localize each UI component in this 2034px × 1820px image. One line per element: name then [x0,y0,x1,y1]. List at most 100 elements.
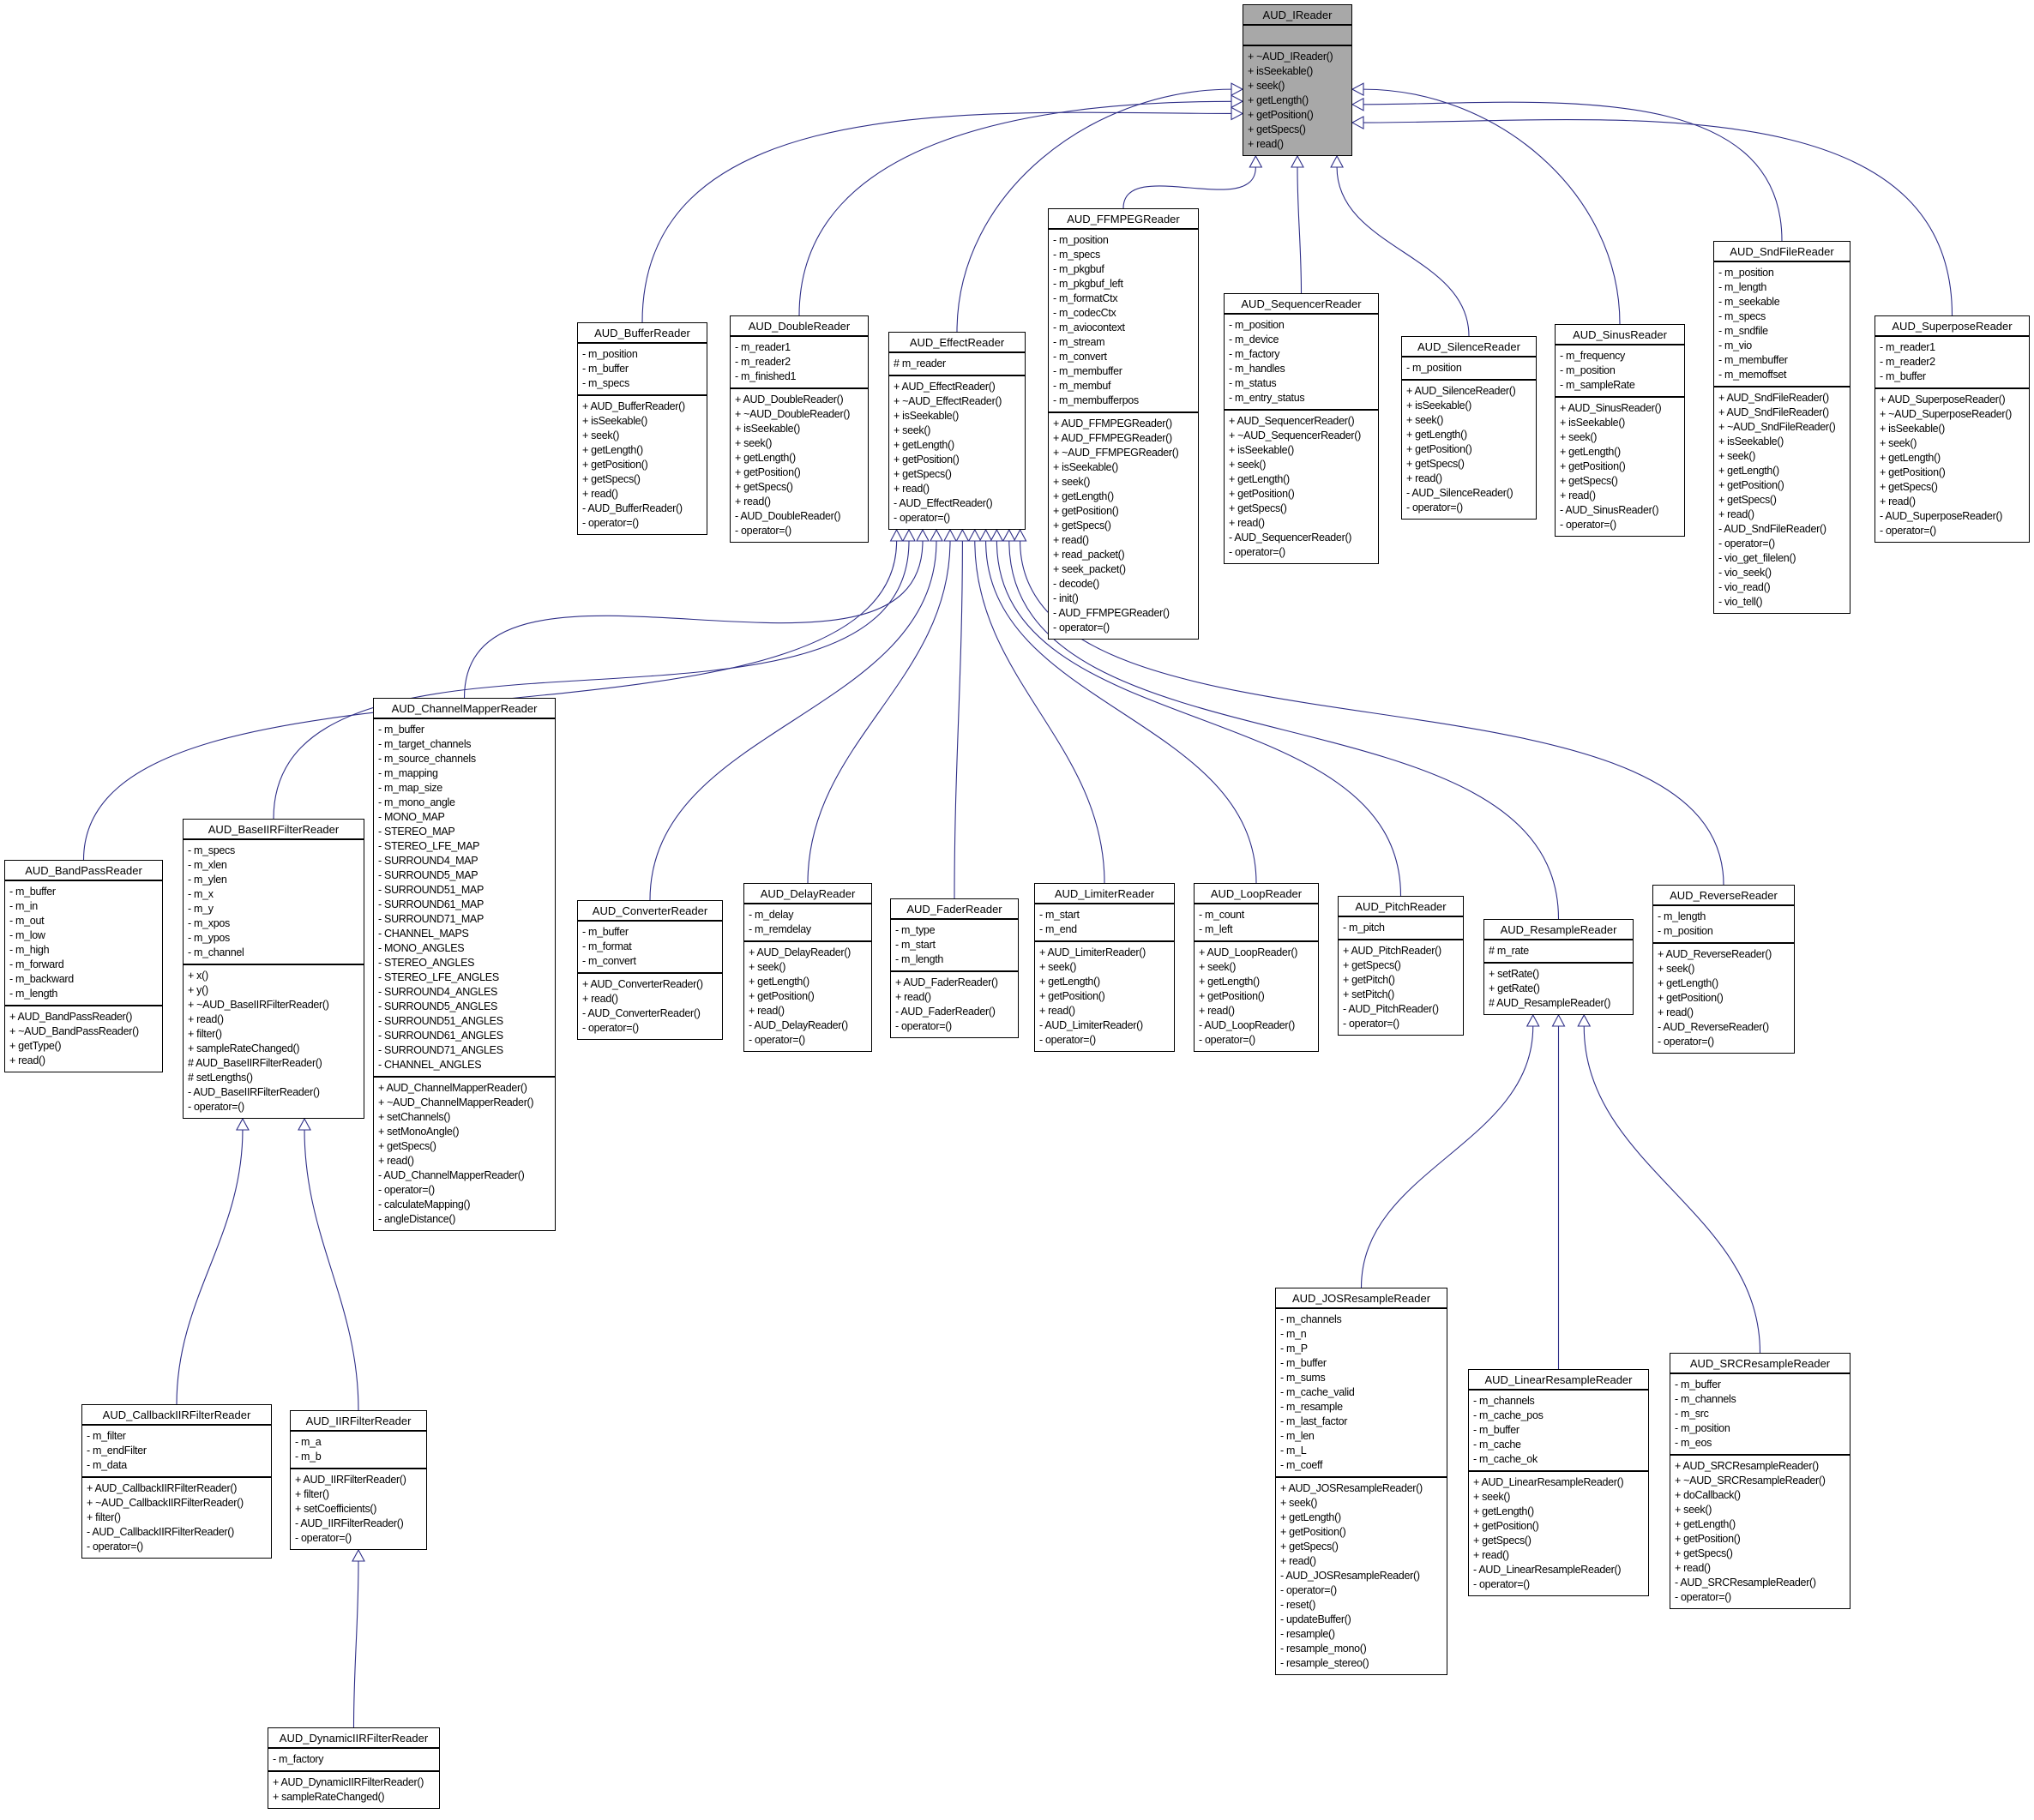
method: + getSpecs() [1343,959,1401,971]
generalization-arrowhead-icon [967,528,982,542]
method: + setCoefficients() [295,1503,377,1515]
class-title: AUD_PitchReader [1339,897,1463,917]
method: + getPosition() [1880,466,1946,478]
methods-section: + AUD_LimiterReader()+ seek()+ getLength… [1035,942,1174,1051]
method: - operator=() [1658,1036,1714,1048]
method: + AUD_SinusReader() [1560,402,1662,414]
inheritance-edge-AUD_SinusReader [1363,88,1621,325]
inheritance-edge-AUD_PitchReader [996,540,1402,897]
method: - AUD_CallbackIIRFilterReader() [87,1526,234,1538]
attribute: - m_membuffer [1718,354,1788,366]
class-box-AUD_LimiterReader: AUD_LimiterReader- m_start- m_end+ AUD_L… [1034,883,1175,1052]
method: - AUD_LinearResampleReader() [1473,1564,1622,1576]
method: + getPosition() [1406,443,1472,455]
inheritance-edge-AUD_SequencerReader [1297,166,1303,294]
method: + getLength() [1248,94,1309,106]
method: + ~AUD_BandPassReader() [9,1025,139,1037]
method: + read() [1675,1562,1711,1574]
method: + getLength() [1229,473,1290,485]
method: + read() [582,488,618,500]
class-title: AUD_BandPassReader [5,861,162,881]
method: + getSpecs() [1406,458,1465,470]
attribute: - m_type [895,924,936,936]
method: + AUD_DoubleReader() [735,393,844,405]
method: + ~AUD_FFMPEGReader() [1053,447,1179,459]
method: + seek() [1280,1497,1318,1509]
attribute: - m_sndfile [1718,325,1768,337]
method: + read() [735,496,771,508]
attributes-section: - m_channels- m_n- m_P- m_buffer- m_sums… [1276,1309,1447,1478]
attribute: - m_buffer [1473,1424,1519,1436]
attribute: - m_specs [582,377,629,389]
method: - AUD_ReverseReader() [1658,1021,1769,1033]
method: + AUD_ReverseReader() [1658,948,1772,960]
method: - operator=() [1406,502,1463,514]
inheritance-edge-AUD_CallbackIIRFilterReader [176,1129,244,1405]
method: + getLength() [735,452,796,464]
method: - AUD_ConverterReader() [582,1007,701,1019]
methods-section: + AUD_LinearResampleReader()+ seek()+ ge… [1469,1472,1648,1595]
method: - reset() [1280,1599,1316,1611]
method: - resample_mono() [1280,1643,1367,1655]
method: + ~AUD_IReader() [1248,51,1333,63]
inheritance-edge-AUD_ChannelMapperReader [463,540,924,699]
class-title: AUD_DoubleReader [731,316,868,337]
method: - AUD_FaderReader() [895,1006,996,1018]
class-box-AUD_ReverseReader: AUD_ReverseReader- m_length- m_position+… [1652,885,1795,1054]
method: - operator=() [582,1022,639,1034]
class-title: AUD_DynamicIIRFilterReader [268,1728,439,1749]
class-box-AUD_DynamicIIRFilterReader: AUD_DynamicIIRFilterReader- m_factory+ A… [268,1727,440,1809]
method: + read() [1039,1005,1075,1017]
attribute: - m_xlen [188,859,227,871]
class-title: AUD_IReader [1243,5,1351,26]
method: + AUD_LinearResampleReader() [1473,1476,1624,1488]
attribute: - m_channels [1675,1393,1736,1405]
method: - operator=() [1229,546,1285,558]
method: - AUD_IIRFilterReader() [295,1517,404,1529]
generalization-arrowhead-icon [1013,528,1027,542]
attribute: - m_length [1658,910,1706,922]
method: + setRate() [1489,968,1539,980]
method: - AUD_SuperposeReader() [1880,510,2003,522]
method: + getLength() [1053,490,1114,502]
generalization-arrowhead-icon [1291,154,1304,168]
method: + read() [1658,1006,1694,1018]
method: # setLengths() [188,1072,253,1084]
method: - operator=() [1718,538,1775,550]
method: - operator=() [749,1034,805,1046]
method: + getPosition() [1053,505,1119,517]
method: - vio_tell() [1718,596,1763,608]
methods-section: + AUD_SinusReader()+ isSeekable()+ seek(… [1556,398,1684,536]
method: + getSpecs() [1675,1547,1733,1559]
method: + read() [9,1054,45,1066]
attributes-section: - m_count- m_left [1195,904,1318,942]
attribute: - m_in [9,900,38,912]
attribute: - m_target_channels [378,738,472,750]
attribute: - SURROUND61_ANGLES [378,1030,503,1042]
attribute: - m_factory [1229,348,1280,360]
methods-section: + AUD_FFMPEGReader()+ AUD_FFMPEGReader()… [1049,413,1198,639]
method: - operator=() [378,1184,435,1196]
method: + read() [1229,517,1265,529]
attribute: - m_remdelay [749,923,811,935]
method: + AUD_FaderReader() [895,976,998,988]
method: + getLength() [1675,1518,1736,1530]
generalization-arrowhead-icon [955,528,970,542]
attribute: - m_device [1229,333,1279,345]
attribute: - m_pkgbuf [1053,263,1104,275]
method: + getLength() [1658,977,1718,989]
method: + AUD_FFMPEGReader() [1053,417,1172,429]
generalization-arrowhead-icon [1351,97,1364,111]
class-box-AUD_BandPassReader: AUD_BandPassReader- m_buffer- m_in- m_ou… [4,860,163,1072]
attribute: - m_specs [188,844,235,856]
method: - AUD_SndFileReader() [1718,523,1826,535]
method: + getPosition() [582,459,648,471]
attribute: - m_position [1560,364,1616,376]
attribute: - m_reader1 [1880,341,1935,353]
method: + ~AUD_EffectReader() [894,395,1002,407]
method: - AUD_SRCResampleReader() [1675,1577,1816,1589]
method: # AUD_BaseIIRFilterReader() [188,1057,322,1069]
attribute: - m_eos [1675,1437,1712,1449]
method: + AUD_ConverterReader() [582,978,703,990]
